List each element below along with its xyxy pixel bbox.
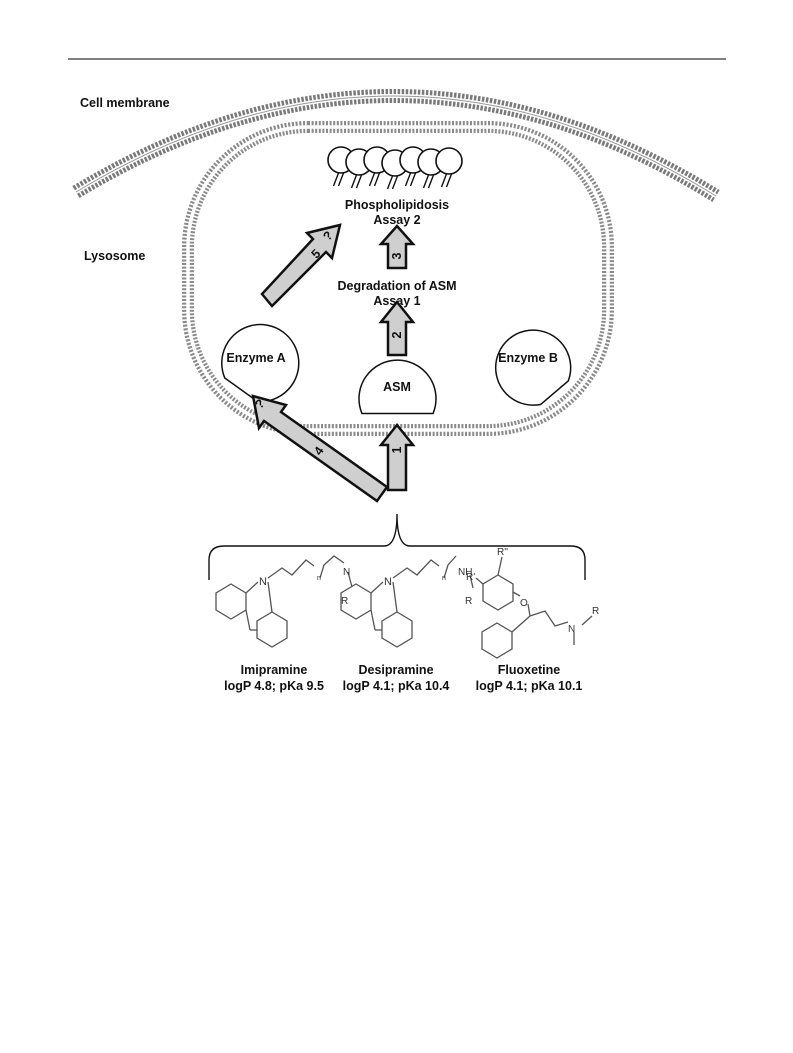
assay2-label: Assay 2 <box>373 213 420 227</box>
fluoxetine-props: logP 4.1; pKa 10.1 <box>476 679 583 693</box>
fluoxetine-r: R <box>592 606 599 617</box>
fluoxetine-oxygen: O <box>520 598 528 609</box>
fluoxetine-r1: R' <box>466 572 475 583</box>
arrow-3-number: 3 <box>390 252 404 259</box>
desipramine-amine: NH <box>458 567 472 578</box>
fluoxetine-structure <box>475 556 593 659</box>
desipramine-n-subscript: n <box>442 575 446 582</box>
fluoxetine-name: Fluoxetine <box>498 663 561 677</box>
fluoxetine-r2: R'' <box>497 547 508 558</box>
cell-membrane <box>72 89 720 202</box>
desipramine-structure <box>340 555 474 648</box>
imipramine-r: R <box>341 596 348 607</box>
desipramine-props: logP 4.1; pKa 10.4 <box>343 679 450 693</box>
lipid-tail <box>386 175 394 190</box>
imipramine-props: logP 4.8; pKa 9.5 <box>224 679 324 693</box>
desipramine-n-ring: N <box>384 576 392 588</box>
lipid-tail <box>337 172 345 187</box>
arrow-1 <box>378 422 416 492</box>
desipramine-name: Desipramine <box>358 663 433 677</box>
lipid-tail <box>440 173 448 188</box>
enzyme-b <box>494 329 572 406</box>
desipramine-r: R <box>465 596 472 607</box>
lipid-tail <box>391 175 399 190</box>
lipid-tail <box>373 172 381 187</box>
lipid-tail <box>368 172 376 187</box>
cell-membrane-label: Cell membrane <box>80 96 170 110</box>
arrow-2 <box>378 299 416 357</box>
lipid-tail <box>350 174 358 189</box>
asm-label: ASM <box>383 380 411 394</box>
phospholipid-cluster <box>327 146 463 190</box>
arrow-5 <box>260 223 342 308</box>
arrow-3 <box>378 224 416 270</box>
lipid-head <box>435 147 463 175</box>
imipramine-amine: N <box>343 567 350 578</box>
arrow-2-number: 2 <box>390 331 404 338</box>
enzyme-b-label: Enzyme B <box>498 351 558 365</box>
lipid-tail <box>445 173 453 188</box>
assay1-label: Assay 1 <box>373 294 420 308</box>
imipramine-n-ring: N <box>259 576 267 588</box>
lipid-tail <box>404 172 412 187</box>
compound-brace <box>208 513 586 580</box>
arrow-4 <box>251 394 389 503</box>
lipid-tail <box>422 174 430 189</box>
arrow-1-number: 1 <box>390 446 404 453</box>
phospholipidosis-label: Phospholipidosis <box>345 198 449 212</box>
degradation-label: Degradation of ASM <box>338 279 457 293</box>
enzyme-a-label: Enzyme A <box>226 351 285 365</box>
lipid-tail <box>355 174 363 189</box>
fluoxetine-amine: N <box>568 624 575 635</box>
lipid-tail <box>409 172 417 187</box>
imipramine-structure <box>215 555 353 648</box>
lysosome-label: Lysosome <box>84 249 145 263</box>
imipramine-n-subscript: n <box>317 575 321 582</box>
enzyme-a <box>221 323 300 403</box>
imipramine-name: Imipramine <box>241 663 308 677</box>
lipid-tail <box>427 174 435 189</box>
asm-enzyme <box>358 359 437 415</box>
lipid-tail <box>332 172 340 187</box>
